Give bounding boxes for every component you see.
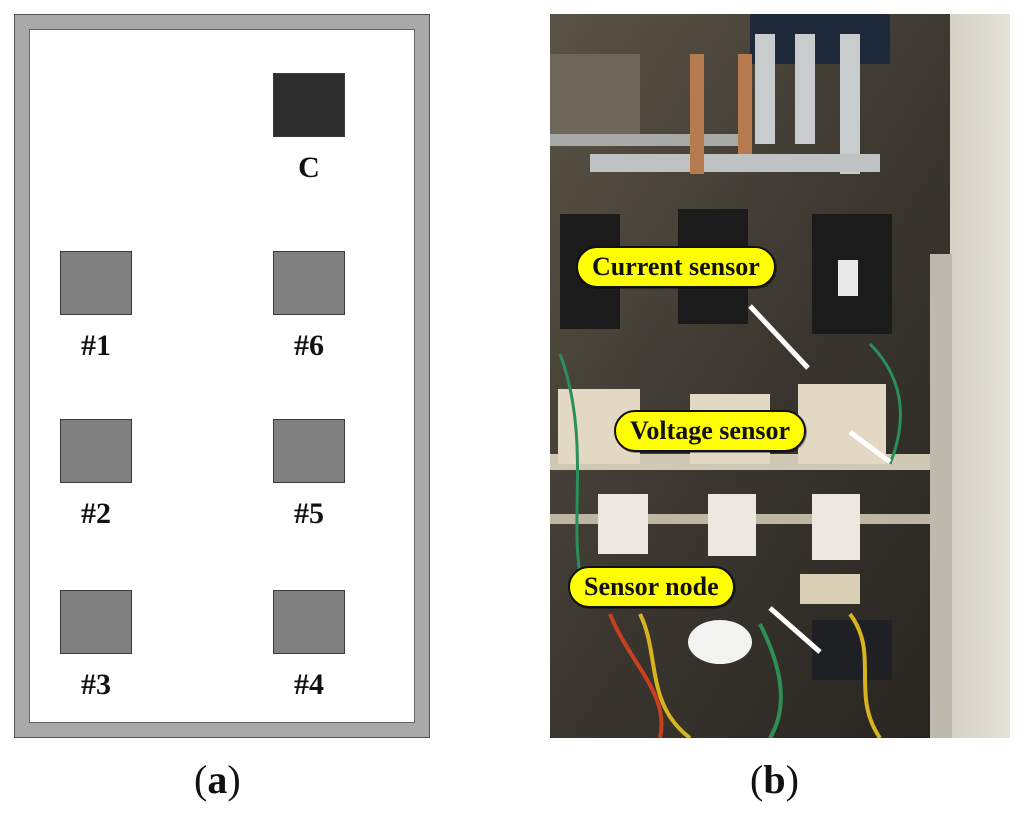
current-sensor-callout: Current sensor — [576, 246, 776, 288]
coordinator-label: C — [298, 151, 320, 184]
node-5: #5 — [249, 419, 369, 531]
caption-b-letter: b — [763, 757, 786, 802]
node-box — [273, 590, 345, 654]
caption-b: (b) — [750, 757, 799, 802]
node-6: #6 — [249, 251, 369, 363]
node-label: #6 — [294, 329, 324, 362]
voltage-sensor-callout: Voltage sensor — [614, 410, 807, 452]
sensor-node-callout: Sensor node — [568, 566, 735, 608]
coordinator-box — [273, 73, 345, 137]
node-label: #3 — [81, 668, 111, 701]
node-box — [60, 419, 132, 483]
caption-a-letter: a — [207, 757, 228, 802]
cabinet-illustration — [550, 14, 1010, 738]
node-label: #4 — [294, 668, 324, 701]
node-2: #2 — [36, 419, 156, 531]
node-label: #2 — [81, 497, 111, 530]
node-box — [273, 251, 345, 315]
node-label: #5 — [294, 497, 324, 530]
caption-a: (a) — [194, 757, 241, 802]
floor-plan-panel: C #1 #6 #2 #5 #3 #4 — [14, 14, 430, 738]
node-4: #4 — [249, 590, 369, 702]
node-1: #1 — [36, 251, 156, 363]
coordinator-node: C — [249, 73, 369, 185]
node-box — [60, 590, 132, 654]
cabinet-photo: Current sensor Voltage sensor Sensor nod… — [550, 14, 1010, 738]
node-box — [60, 251, 132, 315]
node-box — [273, 419, 345, 483]
floor-plan-area: C #1 #6 #2 #5 #3 #4 — [29, 29, 415, 723]
node-label: #1 — [81, 329, 111, 362]
node-3: #3 — [36, 590, 156, 702]
